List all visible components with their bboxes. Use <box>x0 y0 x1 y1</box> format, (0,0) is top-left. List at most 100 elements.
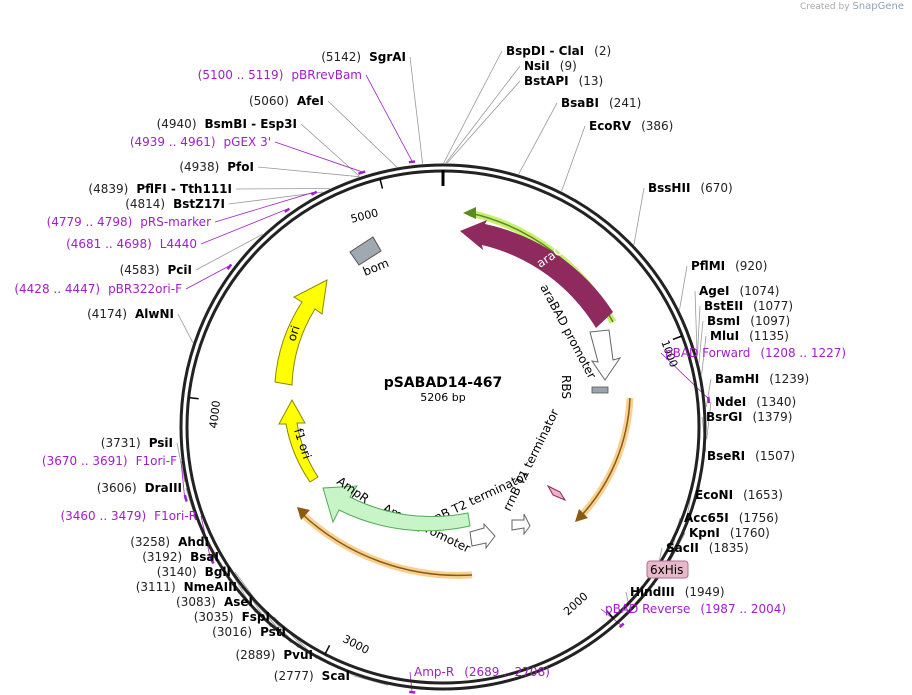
primer-mark <box>183 494 188 502</box>
enzyme-name: BglI <box>205 565 231 579</box>
ruler-tick <box>606 610 614 619</box>
enzyme-position: (3192) <box>142 550 182 564</box>
enzyme-name: BstZ17I <box>173 197 225 211</box>
primer-label: pBAD Reverse(1987 .. 2004) <box>605 602 786 616</box>
enzyme-site-label: (5142)SgrAI <box>321 50 406 64</box>
enzyme-position: (386) <box>641 119 673 133</box>
primer-leader-line <box>200 209 287 245</box>
enzyme-site-label: BspDI - ClaI (2) <box>506 44 611 58</box>
enzyme-leader-line <box>195 233 263 271</box>
primer-name: pBRrevBam <box>291 68 362 82</box>
primer-label: (3670 .. 3691)F1ori-F <box>42 454 177 468</box>
feature-ori <box>274 279 328 386</box>
enzyme-site-label: NsiI(9) <box>524 59 577 73</box>
primer-range: (3670 .. 3691) <box>42 454 128 468</box>
enzyme-site-label: (4174) AlwNI <box>87 307 174 321</box>
enzyme-site-label: EcoRV(386) <box>589 119 673 133</box>
enzyme-name-alt: - ClaI <box>545 44 584 58</box>
ruler-tick <box>188 396 199 400</box>
primer-leader-line <box>185 265 229 290</box>
enzyme-site-label: EcoNI(1653) <box>695 488 783 502</box>
watermark-prefix: Created by <box>800 2 850 12</box>
enzyme-position: (4174) <box>87 307 127 321</box>
enzyme-position: (1949) <box>685 585 725 599</box>
primer-range: (1208 .. 1227) <box>760 346 846 360</box>
enzyme-name-alt: - Tth111I <box>167 182 232 196</box>
ruler-tick <box>672 335 683 341</box>
enzyme-name: AlwNI <box>135 307 174 321</box>
enzyme-site-label: (3083)AseI <box>176 595 253 609</box>
primer-mark <box>358 170 366 175</box>
enzyme-site-label: SacII(1835) <box>666 541 749 555</box>
primer-name: Amp-R <box>414 665 454 679</box>
enzyme-name: FspI <box>242 610 270 624</box>
primer-label: pBAD Forward(1208 .. 1227) <box>665 346 846 360</box>
feature-label-6xHis: 6xHis <box>650 563 683 577</box>
enzyme-site-label: (3258)AhdI <box>130 535 209 549</box>
enzyme-name: BsaI <box>190 550 219 564</box>
enzyme-leader-line <box>300 123 360 177</box>
primer-label: (3460 .. 3479)F1ori-R <box>60 509 197 523</box>
enzyme-position: (1077) <box>753 299 793 313</box>
enzyme-site-label: (4940)BsmBI - Esp3I <box>157 117 297 131</box>
primer-mark <box>409 690 416 694</box>
ruler-label: 4000 <box>207 400 223 429</box>
enzyme-name-alt: - Esp3I <box>247 117 297 131</box>
feature-orange-arc-right <box>575 397 634 522</box>
enzyme-position: (1135) <box>749 329 789 343</box>
enzyme-leader-line <box>445 65 521 164</box>
enzyme-leader-line <box>185 487 197 521</box>
enzyme-name: BstEII <box>704 299 743 313</box>
enzyme-position: (3111) <box>136 580 176 594</box>
primer-range: (4428 .. 4447) <box>14 282 100 296</box>
enzyme-position: (4814) <box>125 197 165 211</box>
enzyme-site-label: (4839)PflFI - Tth111I <box>88 182 232 196</box>
enzyme-leader-line <box>518 102 558 175</box>
primer-range: (4939 .. 4961) <box>130 135 216 149</box>
primer-mark <box>408 160 416 164</box>
enzyme-name: BssHII <box>648 181 690 195</box>
primer-label: (5100 .. 5119) pBRrevBam <box>198 68 362 82</box>
enzyme-name: SacII <box>666 541 699 555</box>
enzyme-position: (2) <box>594 44 611 58</box>
enzyme-leader-line <box>705 378 712 408</box>
feature-araBAD-promoter <box>589 329 622 381</box>
enzyme-site-label: (5060)AfeI <box>249 94 324 108</box>
primer-leader-line <box>274 141 362 173</box>
feature-RBS <box>591 386 609 394</box>
primer-range: (4779 .. 4798) <box>47 215 133 229</box>
enzyme-site-label: (3731)PsiI <box>101 436 173 450</box>
enzyme-name: BseRI <box>707 449 745 463</box>
enzyme-site-label: (2889)PvuI <box>235 648 313 662</box>
enzyme-name: Acc65I <box>684 511 729 525</box>
enzyme-position: (1379) <box>753 410 793 424</box>
primer-label: (4939 .. 4961)pGEX 3' <box>130 135 271 149</box>
primer-mark <box>618 622 625 629</box>
enzyme-site-label: (3140)BglI <box>157 565 231 579</box>
enzyme-position: (4940) <box>157 117 197 131</box>
feature-araC <box>460 220 613 328</box>
ruler-tick <box>379 178 384 189</box>
enzyme-site-label: (3016)PstI <box>212 625 286 639</box>
primer-range: (5100 .. 5119) <box>198 68 284 82</box>
enzyme-leader-line <box>561 125 586 192</box>
enzyme-name: AfeI <box>297 94 324 108</box>
ruler-label: 2000 <box>561 590 591 618</box>
primer-range: (3460 .. 3479) <box>60 509 146 523</box>
feature-f1-ori <box>278 398 319 483</box>
enzyme-name: PstI <box>260 625 286 639</box>
primer-range: (1987 .. 2004) <box>700 602 786 616</box>
primer-mark <box>284 207 291 213</box>
primer-mark <box>707 396 711 404</box>
enzyme-position: (3035) <box>194 610 234 624</box>
enzyme-name: KpnI <box>689 526 720 540</box>
primer-marks <box>183 160 711 694</box>
enzyme-name: ScaI <box>322 669 350 683</box>
enzyme-site-label: HindIII(1949) <box>630 585 725 599</box>
feature-label-RBS: RBS <box>559 375 573 399</box>
enzyme-name: BspDI <box>506 44 545 58</box>
primer-leader-line <box>180 460 186 499</box>
enzyme-position: (1760) <box>730 526 770 540</box>
plasmid-size: 5206 bp <box>420 391 465 404</box>
